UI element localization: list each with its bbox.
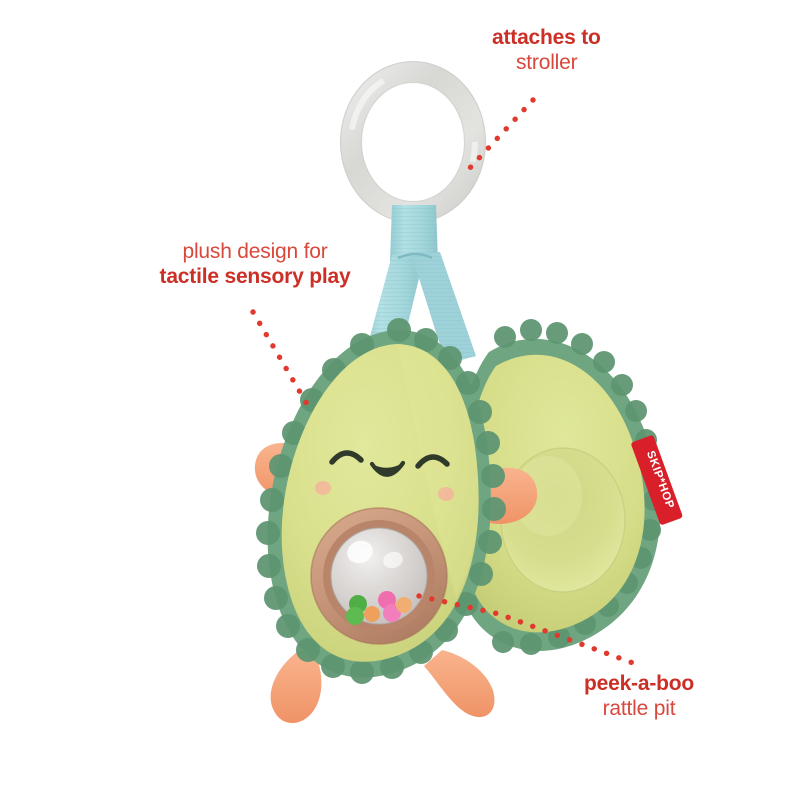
callout-tactile-regular: plush design for: [182, 240, 328, 263]
ruffle-bumps-right: [492, 319, 665, 655]
eye-left: [329, 450, 364, 465]
rattle-pit: [310, 507, 448, 645]
limbs: [254, 442, 538, 724]
rattle-dome: [331, 528, 427, 624]
mouth: [372, 463, 403, 475]
callout-rattle-regular: rattle pit: [602, 696, 676, 720]
callout-stroller-bold: attaches to: [492, 26, 601, 49]
callout-rattle-bold: peek-a-boo: [583, 672, 694, 695]
brand-tag-text: SKIP*HOP: [644, 449, 676, 510]
callout-stroller-regular: stroller: [516, 50, 578, 74]
leader-tactile: [250, 309, 310, 407]
limb-left-arm: [254, 442, 330, 501]
stroller-ring: [339, 60, 487, 224]
callout-peek-a-boo-rattle-pit: peek-a-boo rattle pit: [570, 672, 708, 722]
ribbon-strap: [362, 205, 476, 372]
callout-attaches-to-stroller: attaches to stroller: [492, 26, 601, 76]
blush-left: [315, 481, 331, 495]
brand-tag: SKIP*HOP: [631, 435, 683, 525]
blush-right: [438, 487, 454, 501]
leader-rattle: [416, 593, 636, 666]
ruffle-bumps-left: [256, 318, 506, 684]
eye-right: [415, 454, 450, 469]
callout-tactile-sensory-play: plush design for tactile sensory play: [139, 240, 371, 290]
leader-stroller: [464, 97, 536, 174]
rattle-beads: [346, 591, 412, 625]
limb-left-leg: [270, 650, 322, 724]
face: [315, 450, 454, 501]
avocado-half-right: [453, 319, 665, 655]
limb-right-arm: [468, 467, 538, 524]
limb-right-leg: [424, 650, 495, 718]
callout-tactile-bold: tactile sensory play: [159, 264, 351, 288]
avocado-half-left: [256, 318, 506, 684]
